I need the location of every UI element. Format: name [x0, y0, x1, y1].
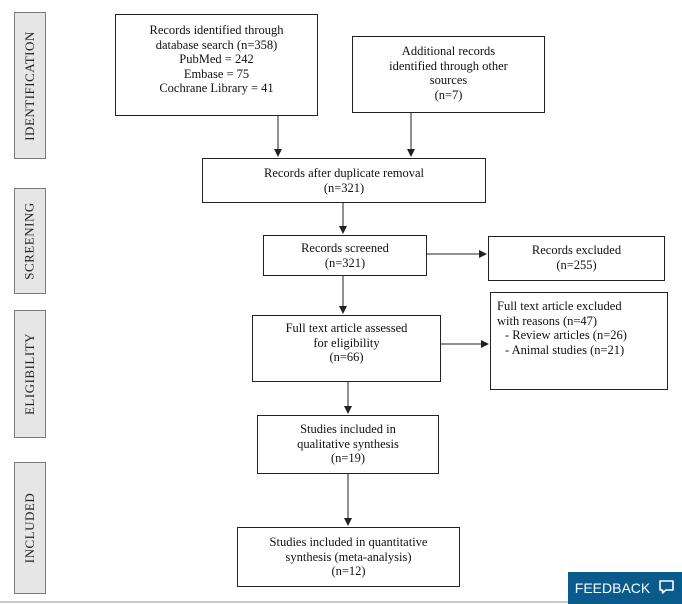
records-identified-box: Records identified through database sear… — [115, 14, 318, 116]
box-line: (n=66) — [329, 350, 364, 364]
records-screened-box: Records screened (n=321) — [263, 235, 427, 276]
box-line: Embase = 75 — [183, 66, 250, 81]
box-line: PubMed = 242 — [179, 52, 254, 66]
feedback-button[interactable]: FEEDBACK — [568, 572, 682, 604]
box-line: Records identified through — [149, 23, 284, 37]
box-line: Records excluded — [531, 243, 622, 257]
box-line: - Animal studies (n=21) — [505, 342, 625, 357]
box-line: for eligibility — [313, 335, 380, 350]
box-line: - Review articles (n=26) — [505, 328, 627, 342]
records-excluded-box: Records excluded (n=255) — [488, 236, 665, 281]
box-line: identified through other — [389, 58, 508, 73]
box-line: (n=321) — [324, 255, 366, 270]
box-line: Full text article assessed — [285, 321, 408, 335]
phase-eligibility: ELIGIBILITY — [14, 310, 46, 438]
box-line: Additional records — [401, 44, 496, 58]
box-line: (n=321) — [323, 180, 365, 195]
box-line: synthesis (meta-analysis) — [285, 549, 412, 564]
box-line: Full text article excluded — [497, 299, 622, 313]
additional-records-box: Additional records identified through ot… — [352, 36, 545, 113]
phase-screening: SCREENING — [14, 188, 46, 294]
box-line: Studies included in quantitative — [269, 535, 428, 549]
feedback-label: FEEDBACK — [574, 580, 651, 596]
box-line: sources — [429, 73, 468, 87]
box-line: with reasons (n=47) — [497, 313, 598, 328]
box-line: (n=255) — [556, 257, 597, 272]
box-line: Records screened — [301, 241, 389, 255]
quantitative-synthesis-box: Studies included in quantitative synthes… — [237, 527, 460, 587]
phase-identification: IDENTIFICATION — [14, 12, 46, 159]
qualitative-synthesis-box: Studies included in qualitative synthesi… — [257, 415, 439, 474]
box-line: Cochrane Library = 41 — [159, 81, 274, 95]
full-text-excluded-box: Full text article excluded with reasons … — [490, 292, 668, 390]
box-line: Studies included in — [300, 422, 396, 436]
box-line: (n=19) — [330, 451, 366, 465]
box-line: database search (n=358) — [155, 37, 278, 52]
box-line: qualitative synthesis — [297, 436, 399, 451]
box-line: (n=7) — [434, 87, 463, 102]
phase-included: INCLUDED — [14, 462, 46, 594]
bottom-divider — [0, 601, 682, 603]
speech-bubble-icon — [658, 579, 675, 598]
box-line: Records after duplicate removal — [264, 166, 424, 180]
full-text-assessed-box: Full text article assessed for eligibili… — [252, 315, 441, 382]
after-duplicates-box: Records after duplicate removal (n=321) — [202, 158, 486, 203]
box-line: (n=12) — [331, 564, 366, 578]
